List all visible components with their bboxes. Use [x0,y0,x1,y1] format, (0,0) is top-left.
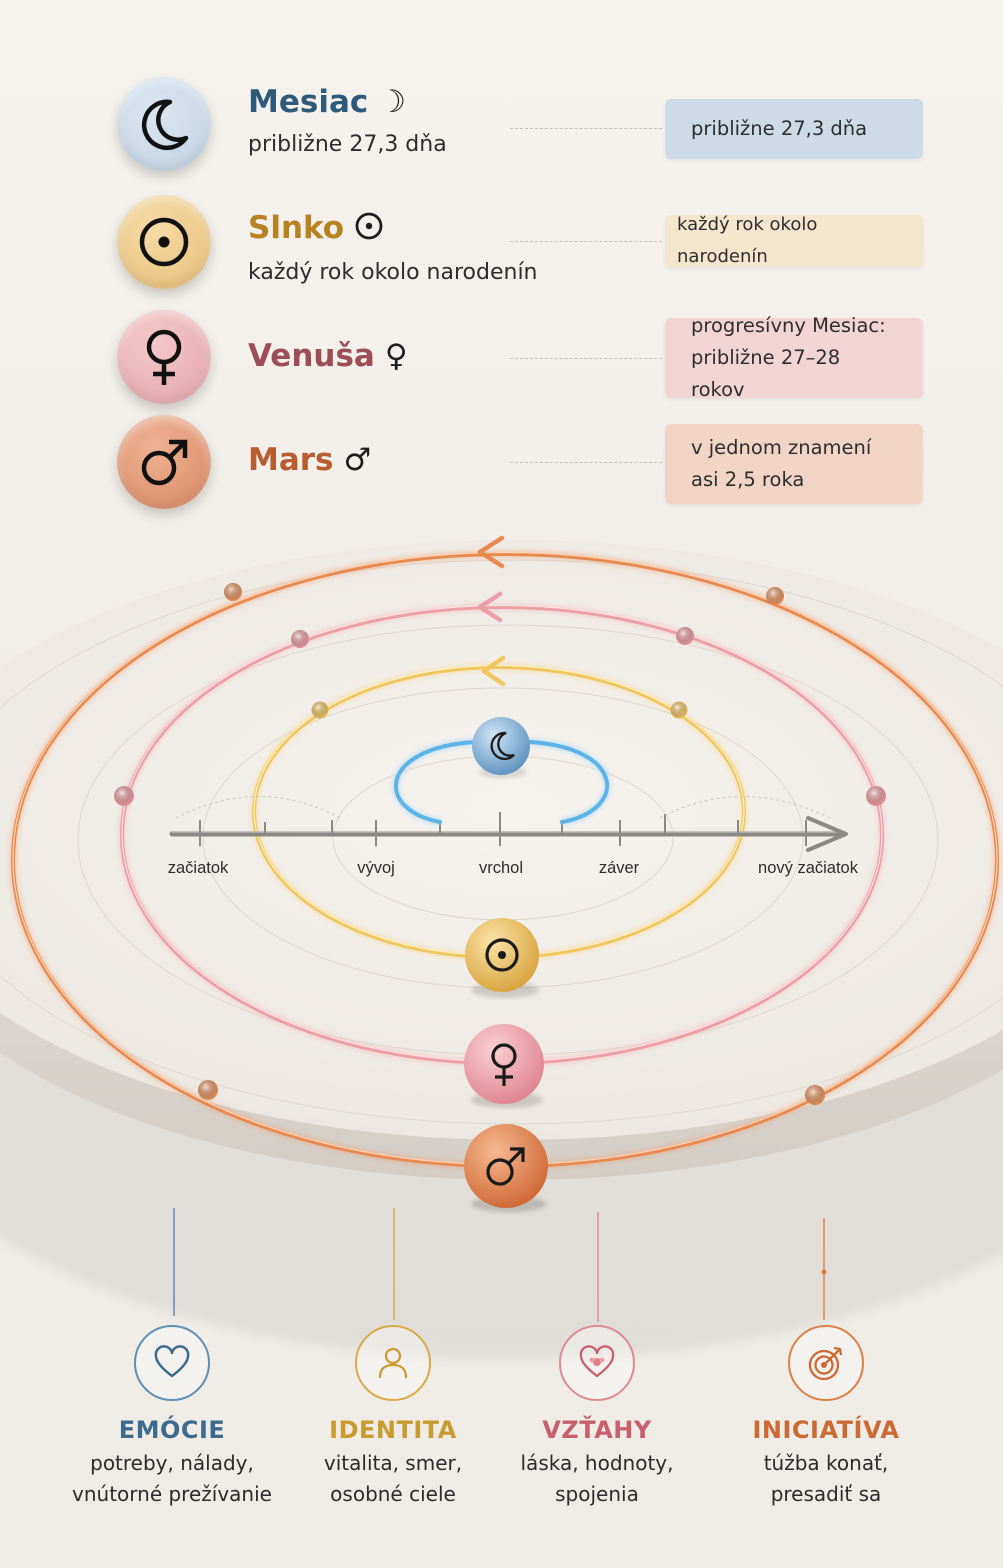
category-title: INICIATÍVA [752,1416,900,1444]
planet-name-slnko: Slnko [248,210,384,246]
timeline: začiatok vývoj vrchol záver nový začiato… [168,796,859,877]
connector-line [510,462,662,463]
target-icon [788,1325,864,1401]
venus-arrow [477,591,503,623]
timeline-label-vrchol: vrchol [479,859,523,877]
sun-symbol [354,210,384,246]
timeline-label-zaver: záver [599,859,640,877]
category-identita: IDENTITA vitalita, smer,osobné ciele [278,1325,508,1510]
planet-name-mesiac: Mesiac☽ [248,84,407,120]
category-connectors [173,1208,827,1322]
category-title: VZŤAHY [542,1416,652,1444]
planet-name-venusa: Venuša♀ [248,338,408,374]
period-box-venusa: progresívny Mesiac:približne 27–28 rokov [665,314,923,401]
planet-row-mesiac: Mesiac☽ približne 27,3 dňa približne 27,… [0,74,1003,174]
category-description: potreby, nálady,vnútorné prežívanie [72,1451,272,1506]
category-description: vitalita, smer,osobné ciele [323,1451,463,1506]
planet-name-mars: Mars♂ [248,442,372,478]
mars-icon [117,415,211,509]
heart-flower-icon [559,1325,635,1401]
person-icon [355,1325,431,1401]
category-vztahy: VZŤAHY láska, hodnoty,spojenia [482,1325,712,1510]
category-title: IDENTITA [329,1416,457,1444]
category-title: EMÓCIE [118,1416,226,1444]
moon-symbol: ☽ [378,84,407,120]
heart-icon [134,1325,210,1401]
category-description: túžba konať,presadiť sa [763,1451,889,1506]
category-description: láska, hodnoty,spojenia [520,1451,674,1506]
category-iniciativa: INICIATÍVA túžba konať,presadiť sa [711,1325,941,1510]
period-box-mesiac: približne 27,3 dňa [665,99,923,159]
venus-symbol: ♀ [384,338,408,374]
period-box-slnko: každý rok okolo narodenín [665,214,923,267]
mars-arrow [477,535,505,569]
sun-icon [117,195,211,289]
connector-line [510,241,662,242]
mars-symbol: ♂ [343,442,372,478]
timeline-label-vyvoj: vývoj [357,859,395,877]
planet-row-slnko: Slnko každý rok okolo narodenín každý ro… [0,192,1003,292]
venus-icon [117,310,211,404]
category-emocie: EMÓCIE potreby, nálady,vnútorné prežívan… [57,1325,287,1510]
timeline-arrow [806,816,848,852]
sun-ball [465,918,539,998]
planet-subtitle-slnko: každý rok okolo narodenín [248,260,538,285]
connector-line [510,358,662,359]
timeline-label-novy-zaciatok: nový začiatok [758,859,859,877]
moon-icon [117,77,211,171]
mars-ball [464,1124,548,1212]
sun-arrow [481,655,506,687]
connector-line [510,128,662,129]
planet-row-venusa: Venuša♀ progresívny Mesiac:približne 27–… [0,308,1003,408]
moon-ball [472,717,530,778]
planet-subtitle-mesiac: približne 27,3 dňa [248,132,447,157]
venus-ball [464,1024,544,1108]
timeline-label-zaciatok: začiatok [168,859,229,877]
